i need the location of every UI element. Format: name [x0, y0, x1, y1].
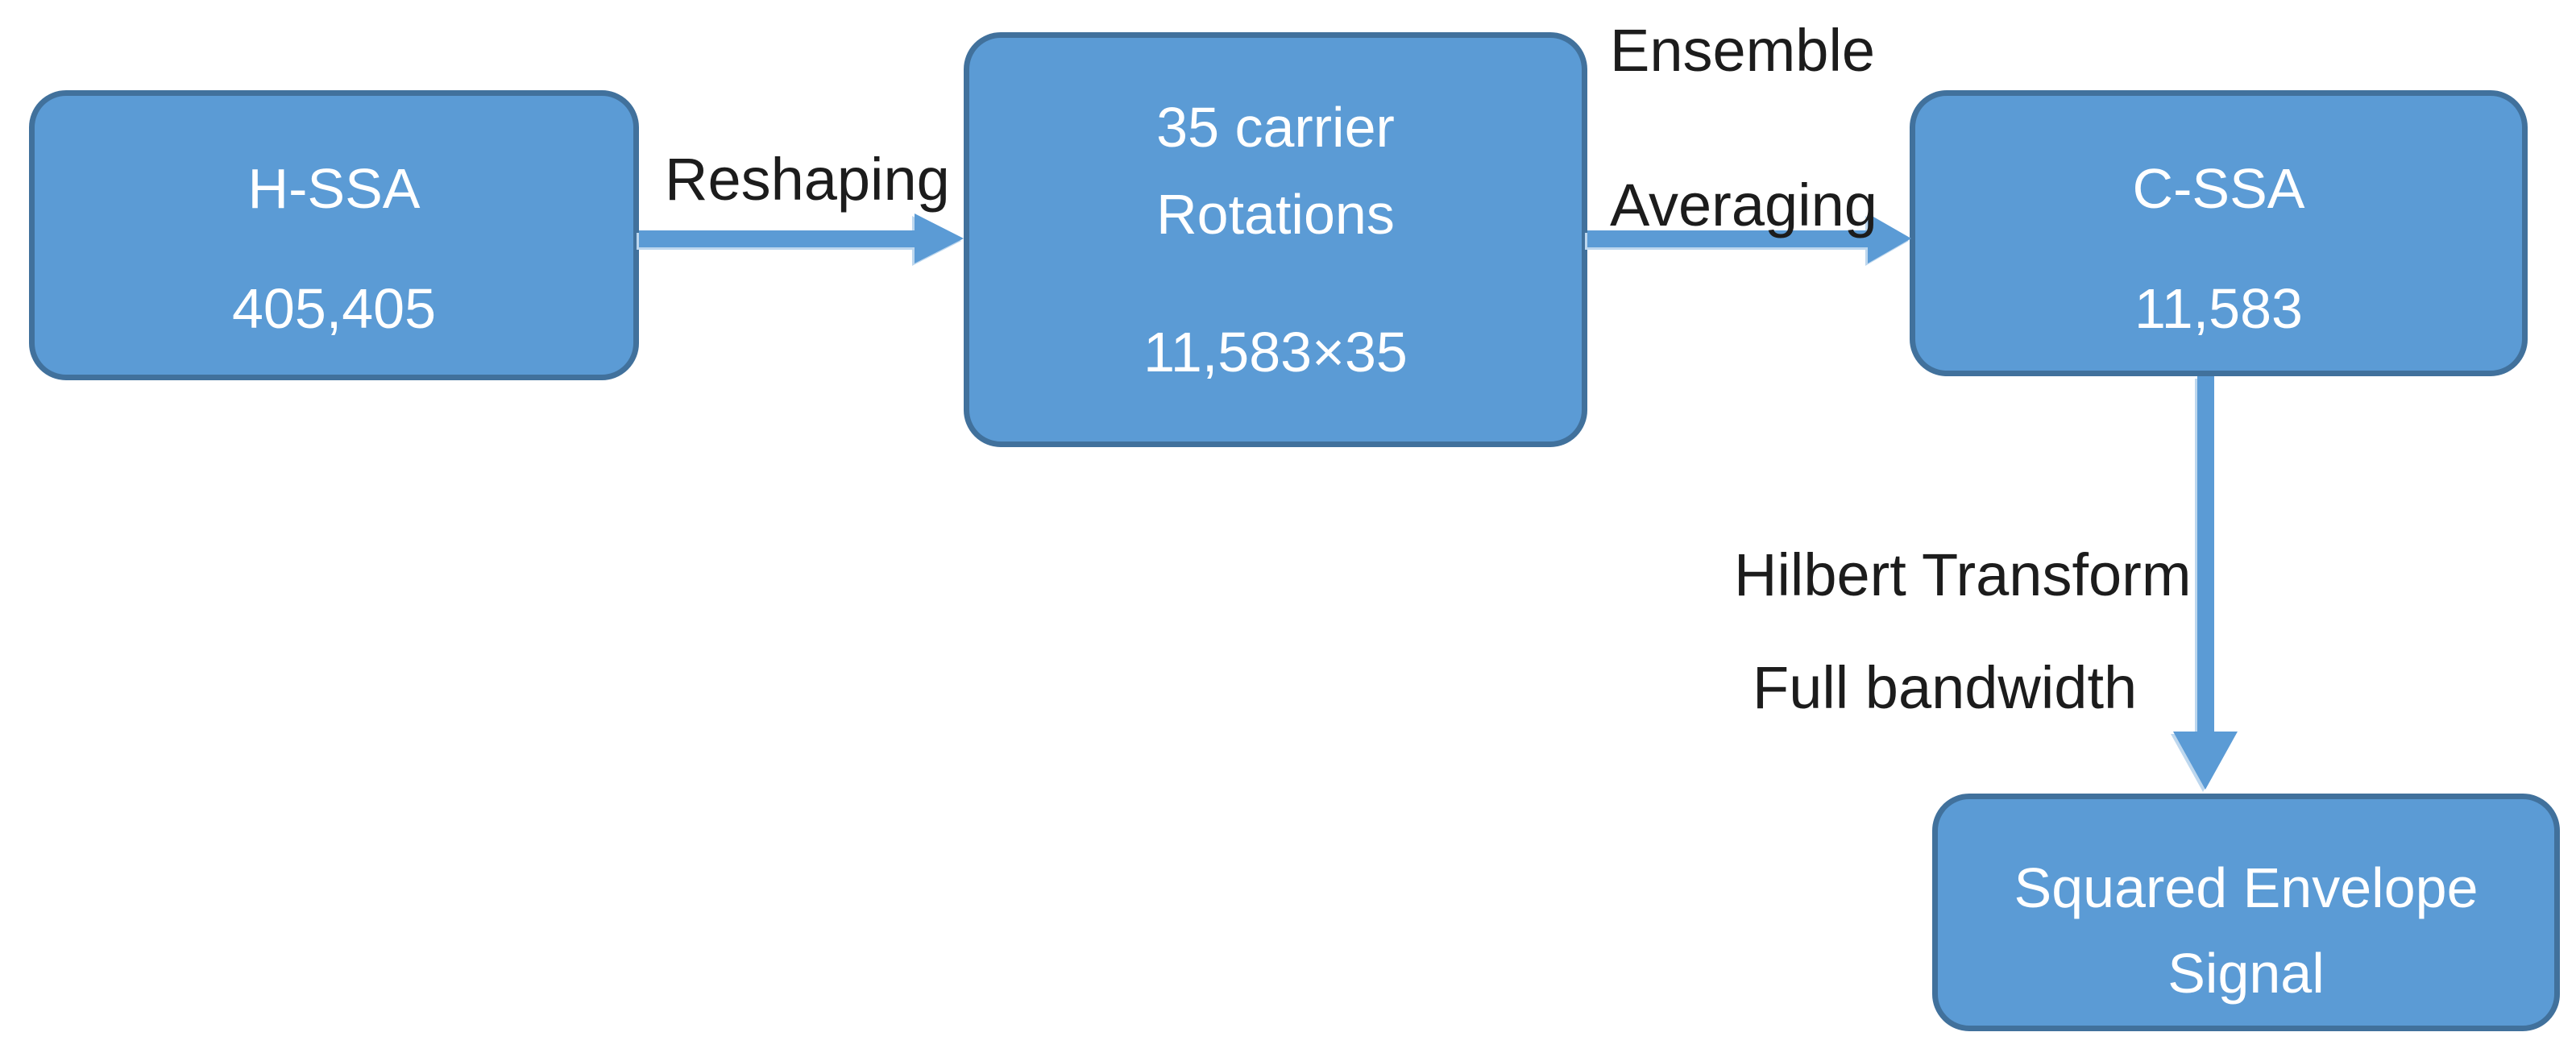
arrow-ensemble-averaging-shaft [1587, 230, 1868, 247]
arrow-hilbert-transform-shaft [2197, 376, 2214, 732]
node-carrier-rotations-line1: 35 carrier [1156, 96, 1395, 159]
node-squared-envelope-signal: Squared Envelope Signal [1932, 794, 2560, 1031]
node-h-ssa-value: 405,405 [231, 276, 437, 340]
arrow-reshaping-shaft [639, 230, 915, 247]
node-c-ssa-title: C-SSA [2132, 157, 2305, 220]
node-carrier-rotations-line2: Rotations [1156, 183, 1395, 246]
node-c-ssa-value: 11,583 [2134, 277, 2303, 340]
arrow-reshaping-right-arrowhead-icon [915, 213, 964, 263]
edge-label-reshaping: Reshaping [665, 146, 950, 213]
node-h-ssa: H-SSA 405,405 [29, 90, 639, 380]
arrow-hilbert-transform-down-arrowhead-icon [2173, 732, 2238, 790]
node-carrier-rotations: 35 carrier Rotations 11,583×35 [964, 32, 1587, 447]
node-squared-envelope-line1: Squared Envelope [2014, 856, 2479, 919]
edge-label-full-bandwidth: Full bandwidth [1753, 654, 2138, 721]
arrow-ensemble-averaging-right-arrowhead-icon [1868, 213, 1911, 263]
edge-label-hilbert-transform: Hilbert Transform [1734, 541, 2192, 608]
node-c-ssa: C-SSA 11,583 [1910, 90, 2528, 376]
edge-label-ensemble: Ensemble [1610, 17, 1876, 84]
edge-label-averaging: Averaging [1610, 172, 1877, 238]
node-carrier-rotations-value: 11,583×35 [1143, 321, 1408, 383]
node-squared-envelope-line2: Signal [2167, 942, 2325, 1005]
node-h-ssa-title: H-SSA [247, 156, 421, 220]
